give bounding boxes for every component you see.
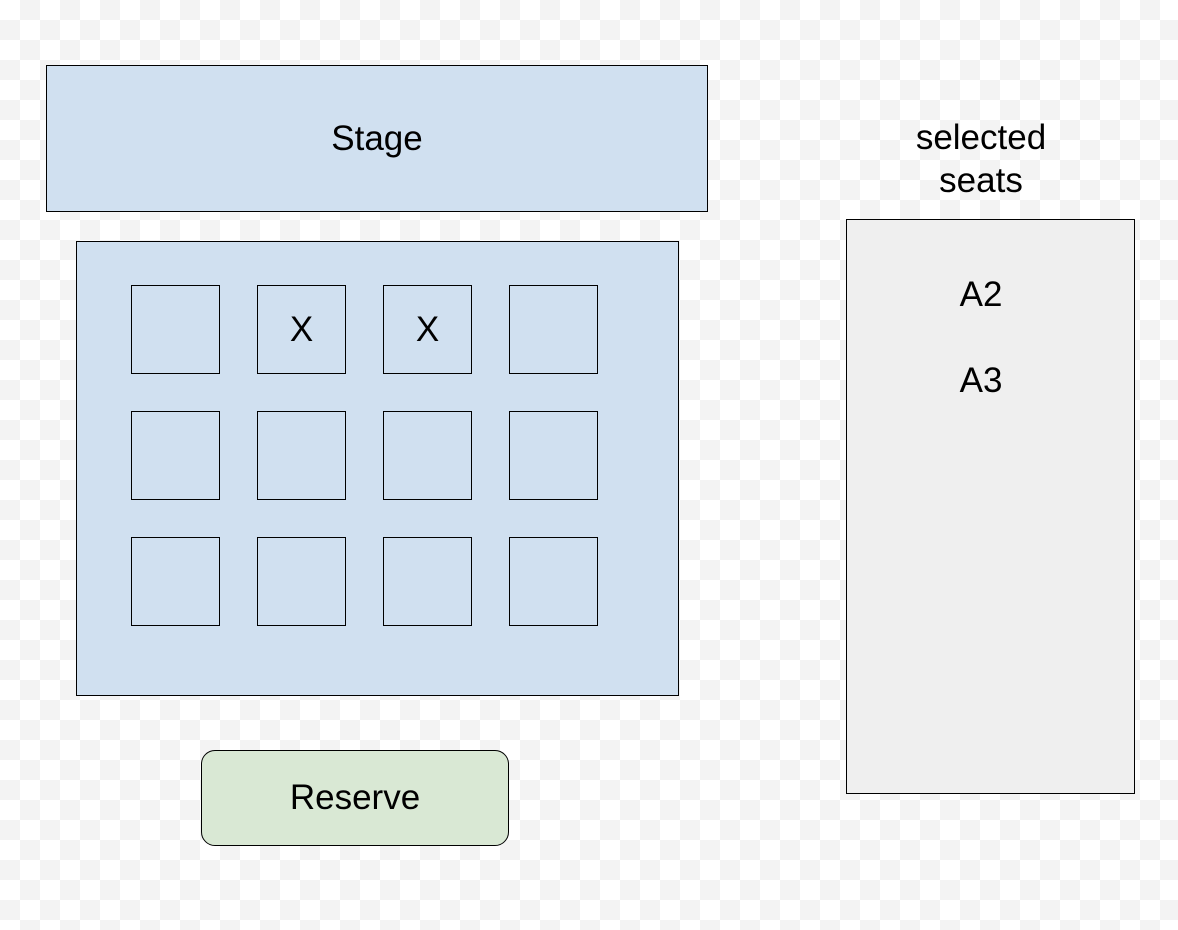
seat-c3[interactable] [383, 537, 472, 626]
seat-b3[interactable] [383, 411, 472, 500]
seat-c1[interactable] [131, 537, 220, 626]
stage: Stage [46, 65, 708, 212]
selected-seats-title: selected seats [915, 118, 1047, 200]
seat-a4[interactable] [509, 285, 598, 374]
reserve-button[interactable]: Reserve [201, 750, 509, 846]
seat-a3[interactable]: X [383, 285, 472, 374]
seat-c4[interactable] [509, 537, 598, 626]
selected-seats-list: A2 A3 [847, 270, 1115, 442]
seat-b2[interactable] [257, 411, 346, 500]
seat-b4[interactable] [509, 411, 598, 500]
seat-map: X X [76, 241, 679, 696]
stage-label: Stage [331, 118, 423, 158]
seat-a1[interactable] [131, 285, 220, 374]
seat-c2[interactable] [257, 537, 346, 626]
selected-seat-item: A3 [959, 361, 1003, 400]
seat-b1[interactable] [131, 411, 220, 500]
selected-seats-panel: A2 A3 [846, 219, 1135, 794]
seat-a2[interactable]: X [257, 285, 346, 374]
selected-seat-item: A2 [959, 275, 1003, 314]
